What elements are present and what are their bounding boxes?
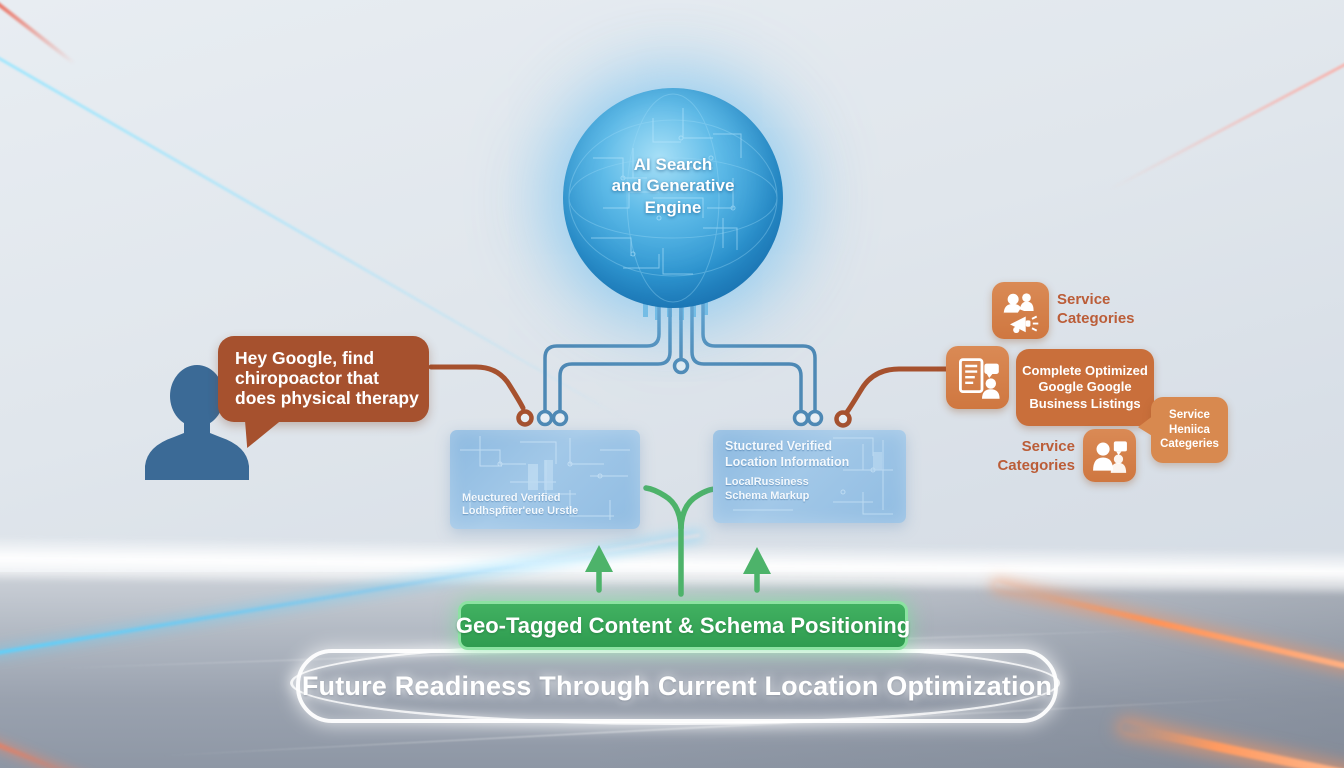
service-categories-label-bottom: Service Categories [997,438,1075,474]
people-megaphone-icon [1003,292,1038,333]
voice-query-bubble: Hey Google, find chiropoactor that does … [218,336,429,448]
right-box-title: Stuctured Verified Location Information [725,439,850,469]
circuit-texture [733,437,893,515]
blue-connector-nodes [536,357,824,427]
circuit-texture [460,436,630,520]
blue-connectors [543,300,817,410]
voice-query-text: Hey Google, find chiropoactor that does … [235,348,419,408]
business-listing-tile [946,346,1009,409]
verified-location-box-right: Stuctured Verified Location Information … [713,430,906,523]
service-small-text: Service Heniica Categeries [1160,408,1219,451]
geo-tagged-banner: Geo-Tagged Content & Schema Positioning [455,601,911,650]
service-categories-tile-top [992,282,1049,339]
rust-connector-nodes [516,409,852,428]
document-person-icon [958,357,1000,399]
service-categories-tile-bottom [1083,429,1136,482]
google-listing-text: Complete Optimized Google Google Busines… [1022,363,1148,411]
service-categories-label-top: Service Categories [1057,291,1135,327]
user-silhouette [145,365,249,480]
geo-tagged-label: Geo-Tagged Content & Schema Positioning [455,612,911,638]
service-small-bubble: Service Heniica Categeries [1138,397,1228,463]
rust-connectors [428,364,954,415]
left-box-caption: Meuctured Verified Lodhspfiter'eue Urstl… [462,491,579,518]
right-box-subtitle: LocalRussiness Schema Markup [725,476,810,502]
globe-title: AI Search and Generative Engine [611,155,735,217]
future-readiness-pill: Future Readiness Through Current Locatio… [296,649,1058,723]
ai-search-globe: AI Search and Generative Engine [563,88,783,308]
globe-circuit-texture [568,93,778,303]
green-arrowheads [585,545,771,574]
google-listing-bubble: Complete Optimized Google Google Busines… [1016,349,1162,442]
people-chat-icon [1092,440,1127,473]
verified-location-box-left: Meuctured Verified Lodhspfiter'eue Urstl… [450,430,640,529]
future-readiness-label: Future Readiness Through Current Locatio… [301,670,1053,701]
